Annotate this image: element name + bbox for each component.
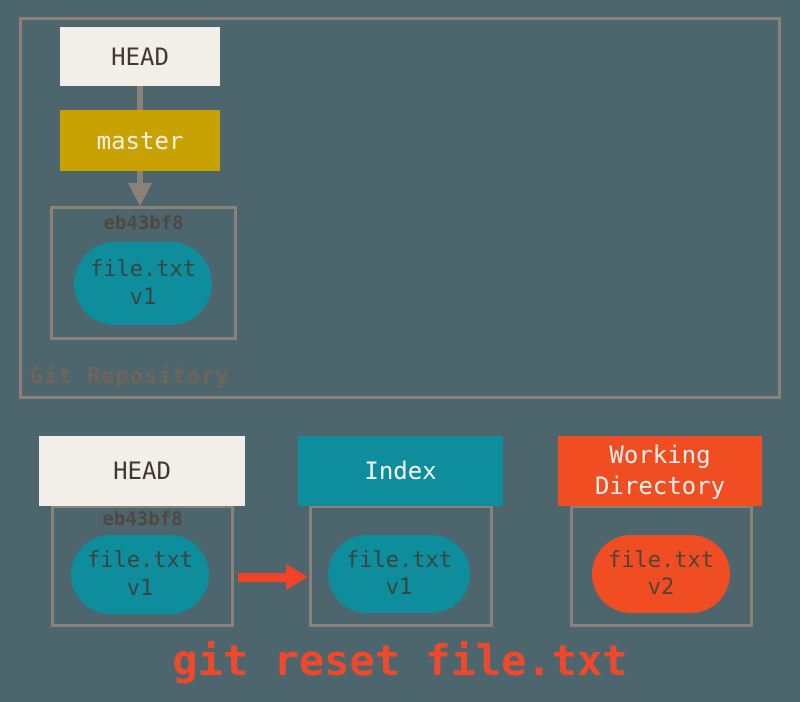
index-file-name: file.txt	[346, 547, 452, 573]
index-file-version: v1	[385, 575, 413, 600]
repo-commit-id: eb43bf8	[103, 212, 184, 234]
head-to-index-arrow-shaft	[238, 573, 290, 582]
working-directory-file-version: v2	[647, 575, 675, 600]
head-file-name: file.txt	[87, 548, 193, 573]
git-command-caption: git reset file.txt	[172, 636, 628, 685]
repo-file-name: file.txt	[90, 257, 196, 282]
working-directory-file-name: file.txt	[608, 547, 714, 573]
index-column-title: Index	[364, 457, 437, 485]
head-file-blob: file.txt v1	[71, 535, 209, 614]
head-column-header: HEAD	[39, 436, 245, 506]
head-column-title: HEAD	[113, 457, 171, 485]
head-file-version: v1	[126, 575, 154, 601]
master-branch-label: master	[96, 126, 184, 155]
git-repository-label: Git Repository	[30, 364, 230, 389]
working-directory-file-blob: file.txt v2	[592, 535, 730, 613]
head-column-box	[51, 505, 234, 627]
index-column-header: Index	[298, 436, 503, 506]
working-directory-column-title: Working Directory	[594, 440, 726, 500]
index-file-blob: file.txt v1	[328, 535, 470, 613]
head-to-index-arrowhead	[286, 564, 308, 590]
head-ref-label: HEAD	[111, 42, 169, 71]
master-to-commit-arrow-shaft	[137, 171, 143, 185]
working-directory-column-header: Working Directory	[558, 436, 762, 506]
git-repository-container	[19, 17, 781, 399]
master-to-commit-arrowhead	[128, 183, 152, 206]
repo-commit-box	[50, 206, 237, 340]
head-column-commit-id: eb43bf8	[102, 508, 183, 530]
repo-file-blob: file.txt v1	[74, 242, 212, 325]
head-ref-box: HEAD	[60, 27, 220, 86]
master-branch-box: master	[60, 110, 220, 171]
index-column-box	[309, 505, 493, 627]
working-directory-column-box	[570, 505, 753, 627]
head-to-master-connector	[137, 86, 143, 110]
repo-file-version: v1	[129, 284, 157, 310]
